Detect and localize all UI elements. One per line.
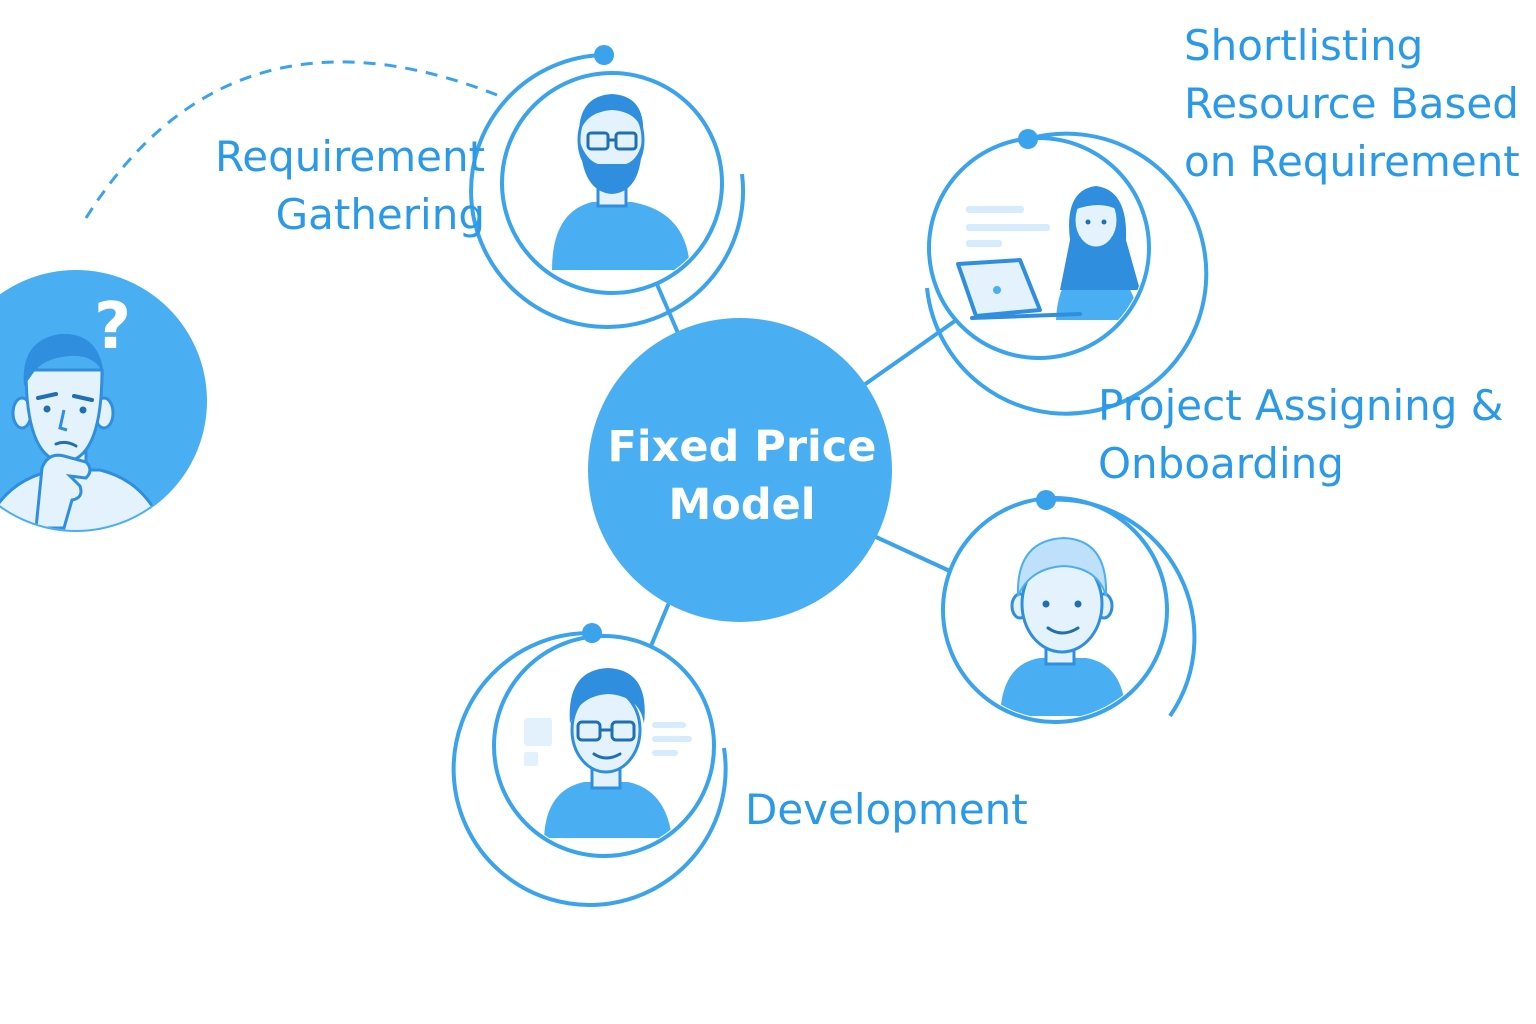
step-label-requirement-gathering: Requirement Gathering: [215, 128, 485, 244]
step-outer-arc: [451, 630, 728, 907]
step-node-development: [451, 623, 728, 907]
client-node: ?: [0, 270, 207, 532]
step-node-requirement: [469, 45, 746, 329]
step-label-development: Development: [745, 781, 1028, 839]
developer-with-glasses-icon: [524, 668, 692, 838]
label-line: Resource Based: [1184, 79, 1519, 128]
connector-shortlisting: [862, 314, 964, 387]
label-line: Requirement: [215, 132, 486, 181]
center-circle: [588, 318, 892, 622]
bearded-man-with-glasses-icon: [552, 94, 690, 270]
label-line: Gathering: [275, 190, 485, 239]
center-title-line-1: Fixed Price: [607, 422, 877, 472]
center-title-line-2: Model: [668, 480, 816, 530]
smiling-young-man-icon: [1000, 536, 1126, 716]
step-outer-arc: [1045, 497, 1197, 718]
step-outer-arc: [469, 53, 746, 329]
step-arc-dot: [594, 45, 614, 65]
label-line: Project Assigning &: [1098, 381, 1504, 430]
question-mark-icon: ?: [94, 290, 131, 364]
step-label-shortlisting: Shortlisting Resource Based on Requireme…: [1184, 17, 1520, 191]
woman-at-laptop-icon: [956, 186, 1140, 320]
step-node-shortlisting: [925, 129, 1209, 416]
step-node-onboarding: [941, 490, 1197, 724]
step-label-project-assigning-onboarding: Project Assigning & Onboarding: [1098, 377, 1504, 493]
label-line: Shortlisting: [1184, 21, 1424, 70]
center-node-title: Fixed Price Model: [592, 418, 892, 534]
step-arc-dot: [582, 623, 602, 643]
connector-requirement: [654, 280, 680, 335]
client-to-requirement-dashed-arc: [84, 60, 498, 219]
label-line: on Requirement: [1184, 137, 1520, 186]
step-outer-arc: [925, 131, 1209, 416]
confused-person-icon: ?: [0, 290, 171, 530]
step-arc-dot: [1036, 490, 1056, 510]
label-line: Onboarding: [1098, 439, 1344, 488]
step-arc-dot: [1018, 129, 1038, 149]
label-line: Development: [745, 785, 1028, 834]
